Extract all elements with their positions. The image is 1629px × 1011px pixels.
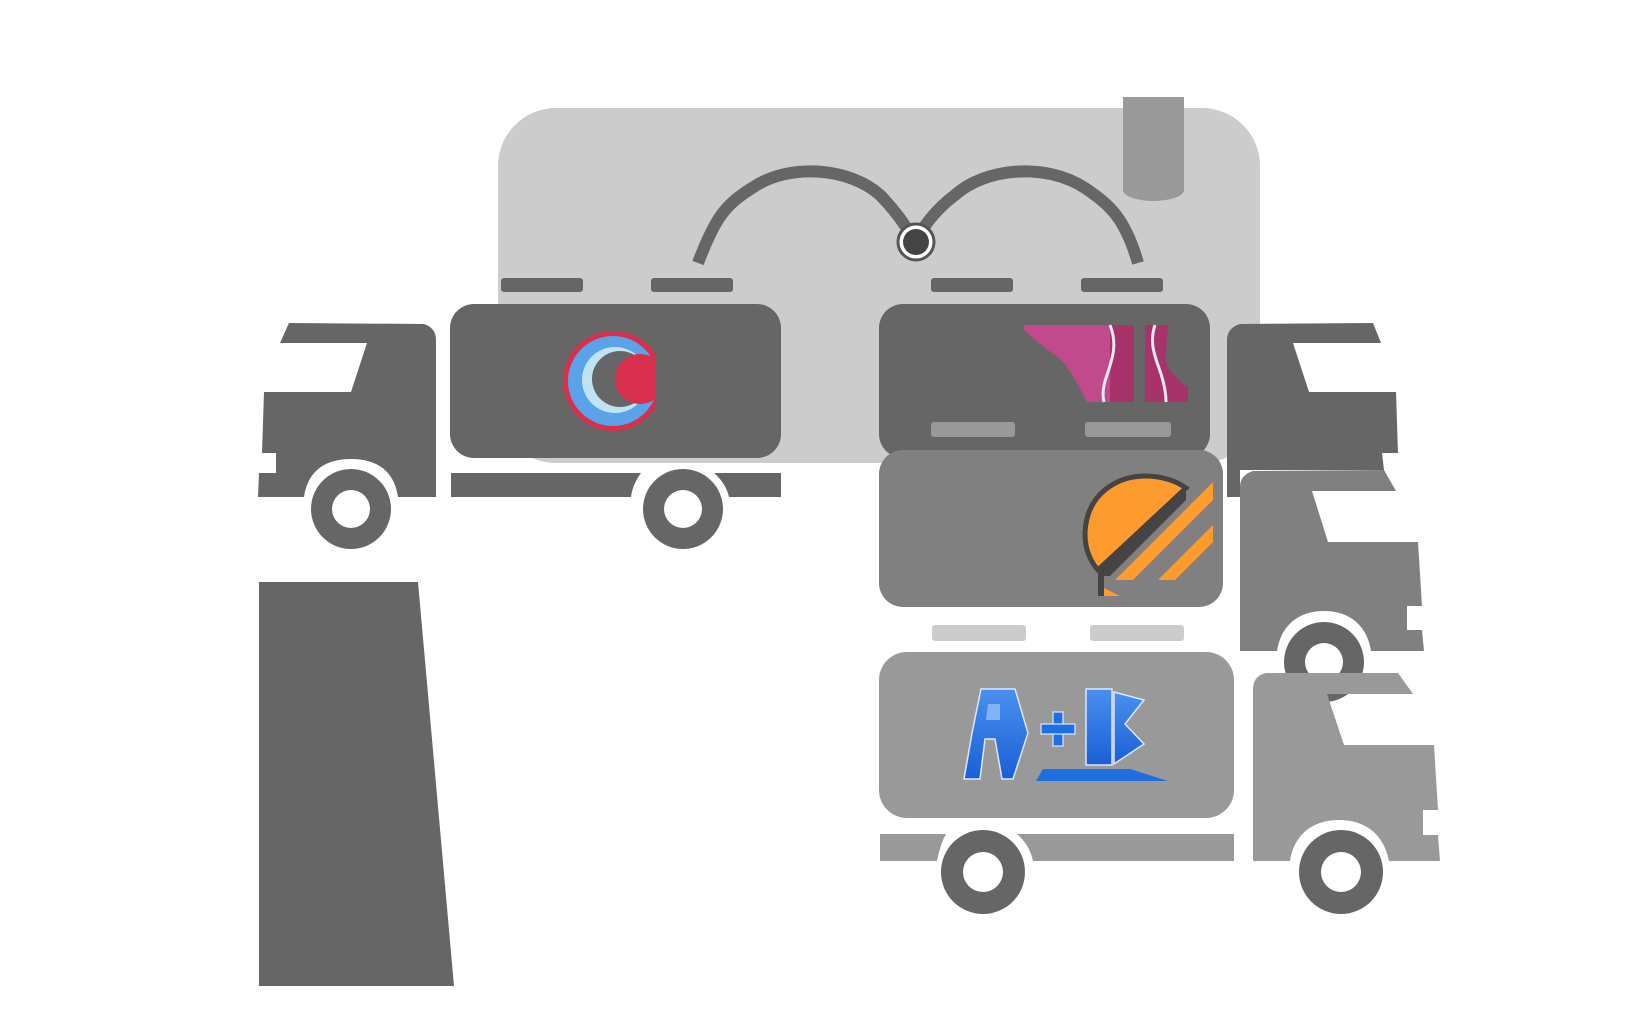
orange-stripes-icon (1082, 473, 1213, 596)
a-plus-b-letters-icon (963, 688, 1168, 781)
right-top-truck-cab (1227, 323, 1398, 497)
crescent-ring-icon (563, 320, 696, 442)
left-truck (258, 304, 781, 549)
wheel (643, 469, 723, 549)
tank-hooks (501, 278, 1163, 292)
chimney (1123, 97, 1184, 201)
ground-post (259, 582, 454, 986)
right-bottom-truck-chassis (880, 834, 1234, 861)
left-truck-cab (258, 323, 436, 497)
right-middle-truck-cab (1240, 470, 1424, 651)
left-truck-chassis (451, 473, 781, 497)
right-bottom-truck (879, 652, 1440, 914)
pink-ribbon-icon (1024, 324, 1188, 403)
cable-junction-icon (896, 222, 936, 262)
right-bottom-truck-cab (1253, 673, 1440, 861)
wheel (311, 469, 391, 549)
wheel (941, 830, 1025, 914)
wheel (1299, 830, 1383, 914)
